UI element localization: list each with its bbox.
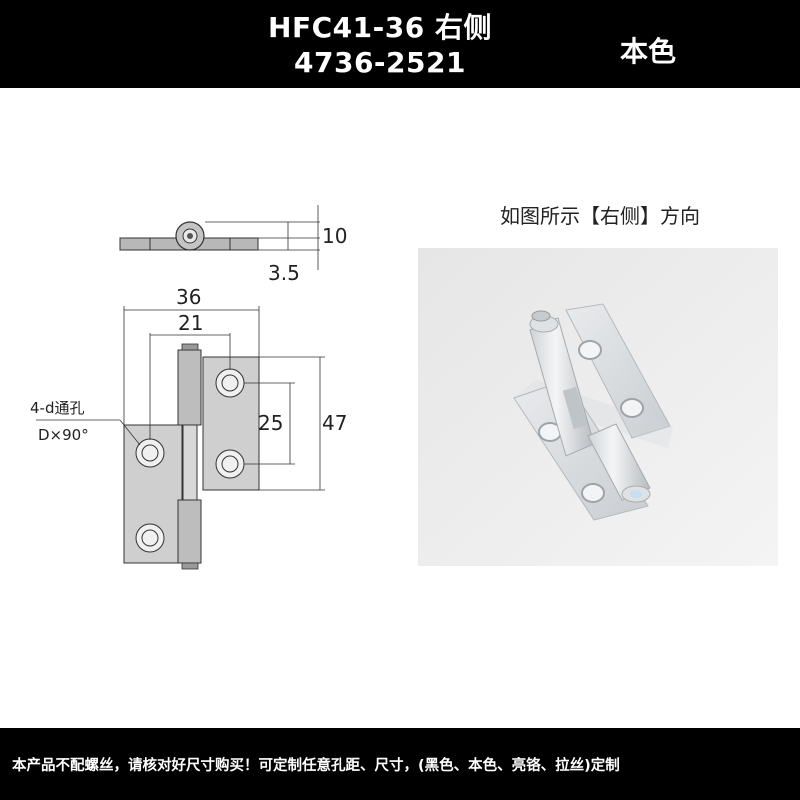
dim-10: 10 (322, 224, 347, 248)
technical-drawing: 10 3.5 (30, 205, 347, 570)
header-bar: HFC41-36 右侧 4736-2521 本色 (0, 0, 800, 88)
color-label: 本色 (620, 35, 677, 68)
front-view (36, 306, 325, 570)
model-title: HFC41-36 右侧 (268, 11, 492, 44)
product-photo (418, 248, 778, 566)
dim-25: 25 (258, 411, 283, 435)
footer-bar: 本产品不配螺丝，请核对好尺寸购买！可定制任意孔距、尺寸，(黑色、本色、亮铬、拉丝… (0, 728, 800, 800)
hole-note-line1: 4-d通孔 (30, 399, 84, 417)
dim-3-5: 3.5 (268, 261, 300, 285)
dim-21: 21 (178, 311, 203, 335)
model-code: 4736-2521 (294, 46, 466, 79)
hole-note-line2: D×90° (38, 426, 89, 444)
dim-36: 36 (176, 285, 201, 309)
dim-47: 47 (322, 411, 347, 435)
photo-caption: 如图所示【右侧】方向 (500, 204, 700, 228)
side-view (119, 205, 320, 270)
footer-notice: 本产品不配螺丝，请核对好尺寸购买！可定制任意孔距、尺寸，(黑色、本色、亮铬、拉丝… (12, 758, 620, 774)
